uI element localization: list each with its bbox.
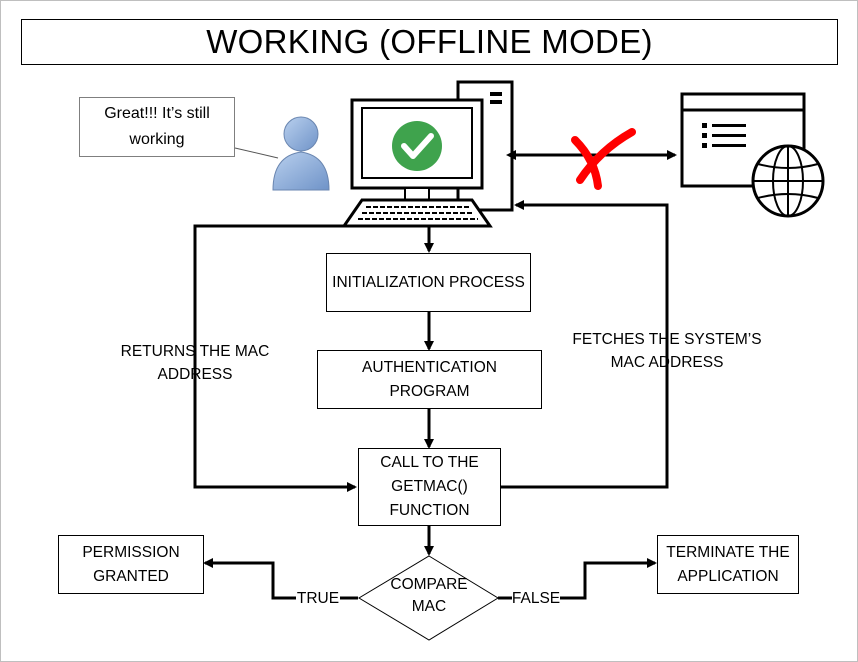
returns-label-line-2: ADDRESS [157,366,233,383]
initialization-process-label: INITIALIZATION PROCESS [332,273,525,291]
red-x-icon [571,128,636,190]
permission-label-line-2: GRANTED [93,567,169,585]
fetches-label-line-2: MAC ADDRESS [610,354,724,371]
fetches-label-line-1: FETCHES THE SYSTEM’S [572,331,762,348]
speech-bubble-line-2: working [129,131,185,148]
speech-bubble-line-1: Great!!! It’s still [104,105,210,122]
speech-bubble: Great!!! It’s still working [79,97,235,157]
arrow-fetches-mac [501,200,669,489]
getmac-label-line-2: GETMAC() [391,478,468,495]
terminate-application-box: TERMINATE THE APPLICATION [657,535,799,594]
user-icon [272,116,330,191]
web-globe-icon [680,92,825,218]
getmac-label-line-1: CALL TO THE [380,454,479,471]
arrow-returns-mac [193,224,357,492]
terminate-label-line-2: APPLICATION [677,567,779,585]
flow-arrows [193,200,669,600]
compare-mac-label: COMPARE MAC [379,574,479,618]
false-label: FALSE [511,590,561,607]
compare-mac-diamond [358,555,499,641]
page-title: WORKING (OFFLINE MODE) [21,19,838,65]
returns-mac-label: RETURNS THE MAC ADDRESS [100,340,290,386]
true-label: TRUE [296,590,340,607]
arrow-false [560,558,657,600]
checkmark-icon [392,121,442,171]
getmac-function-box: CALL TO THE GETMAC() FUNCTION [358,448,501,526]
arrow-true [203,558,296,600]
bubble-pointer [234,147,279,159]
getmac-label-line-3: FUNCTION [389,502,470,519]
returns-label-line-1: RETURNS THE MAC [120,343,270,360]
page-title-text: WORKING (OFFLINE MODE) [206,23,653,60]
terminate-label-line-1: TERMINATE THE [666,543,790,561]
compare-label-line-1: COMPARE [390,576,468,593]
initialization-process-box: INITIALIZATION PROCESS [326,253,531,312]
authentication-program-box: AUTHENTICATION PROGRAM [317,350,542,409]
authentication-label-line-2: PROGRAM [389,382,470,400]
compare-label-line-2: MAC [411,598,447,615]
permission-granted-box: PERMISSION GRANTED [58,535,204,594]
permission-label-line-1: PERMISSION [82,543,180,561]
fetches-mac-label: FETCHES THE SYSTEM’S MAC ADDRESS [557,328,777,374]
authentication-label-line-1: AUTHENTICATION [362,358,497,376]
